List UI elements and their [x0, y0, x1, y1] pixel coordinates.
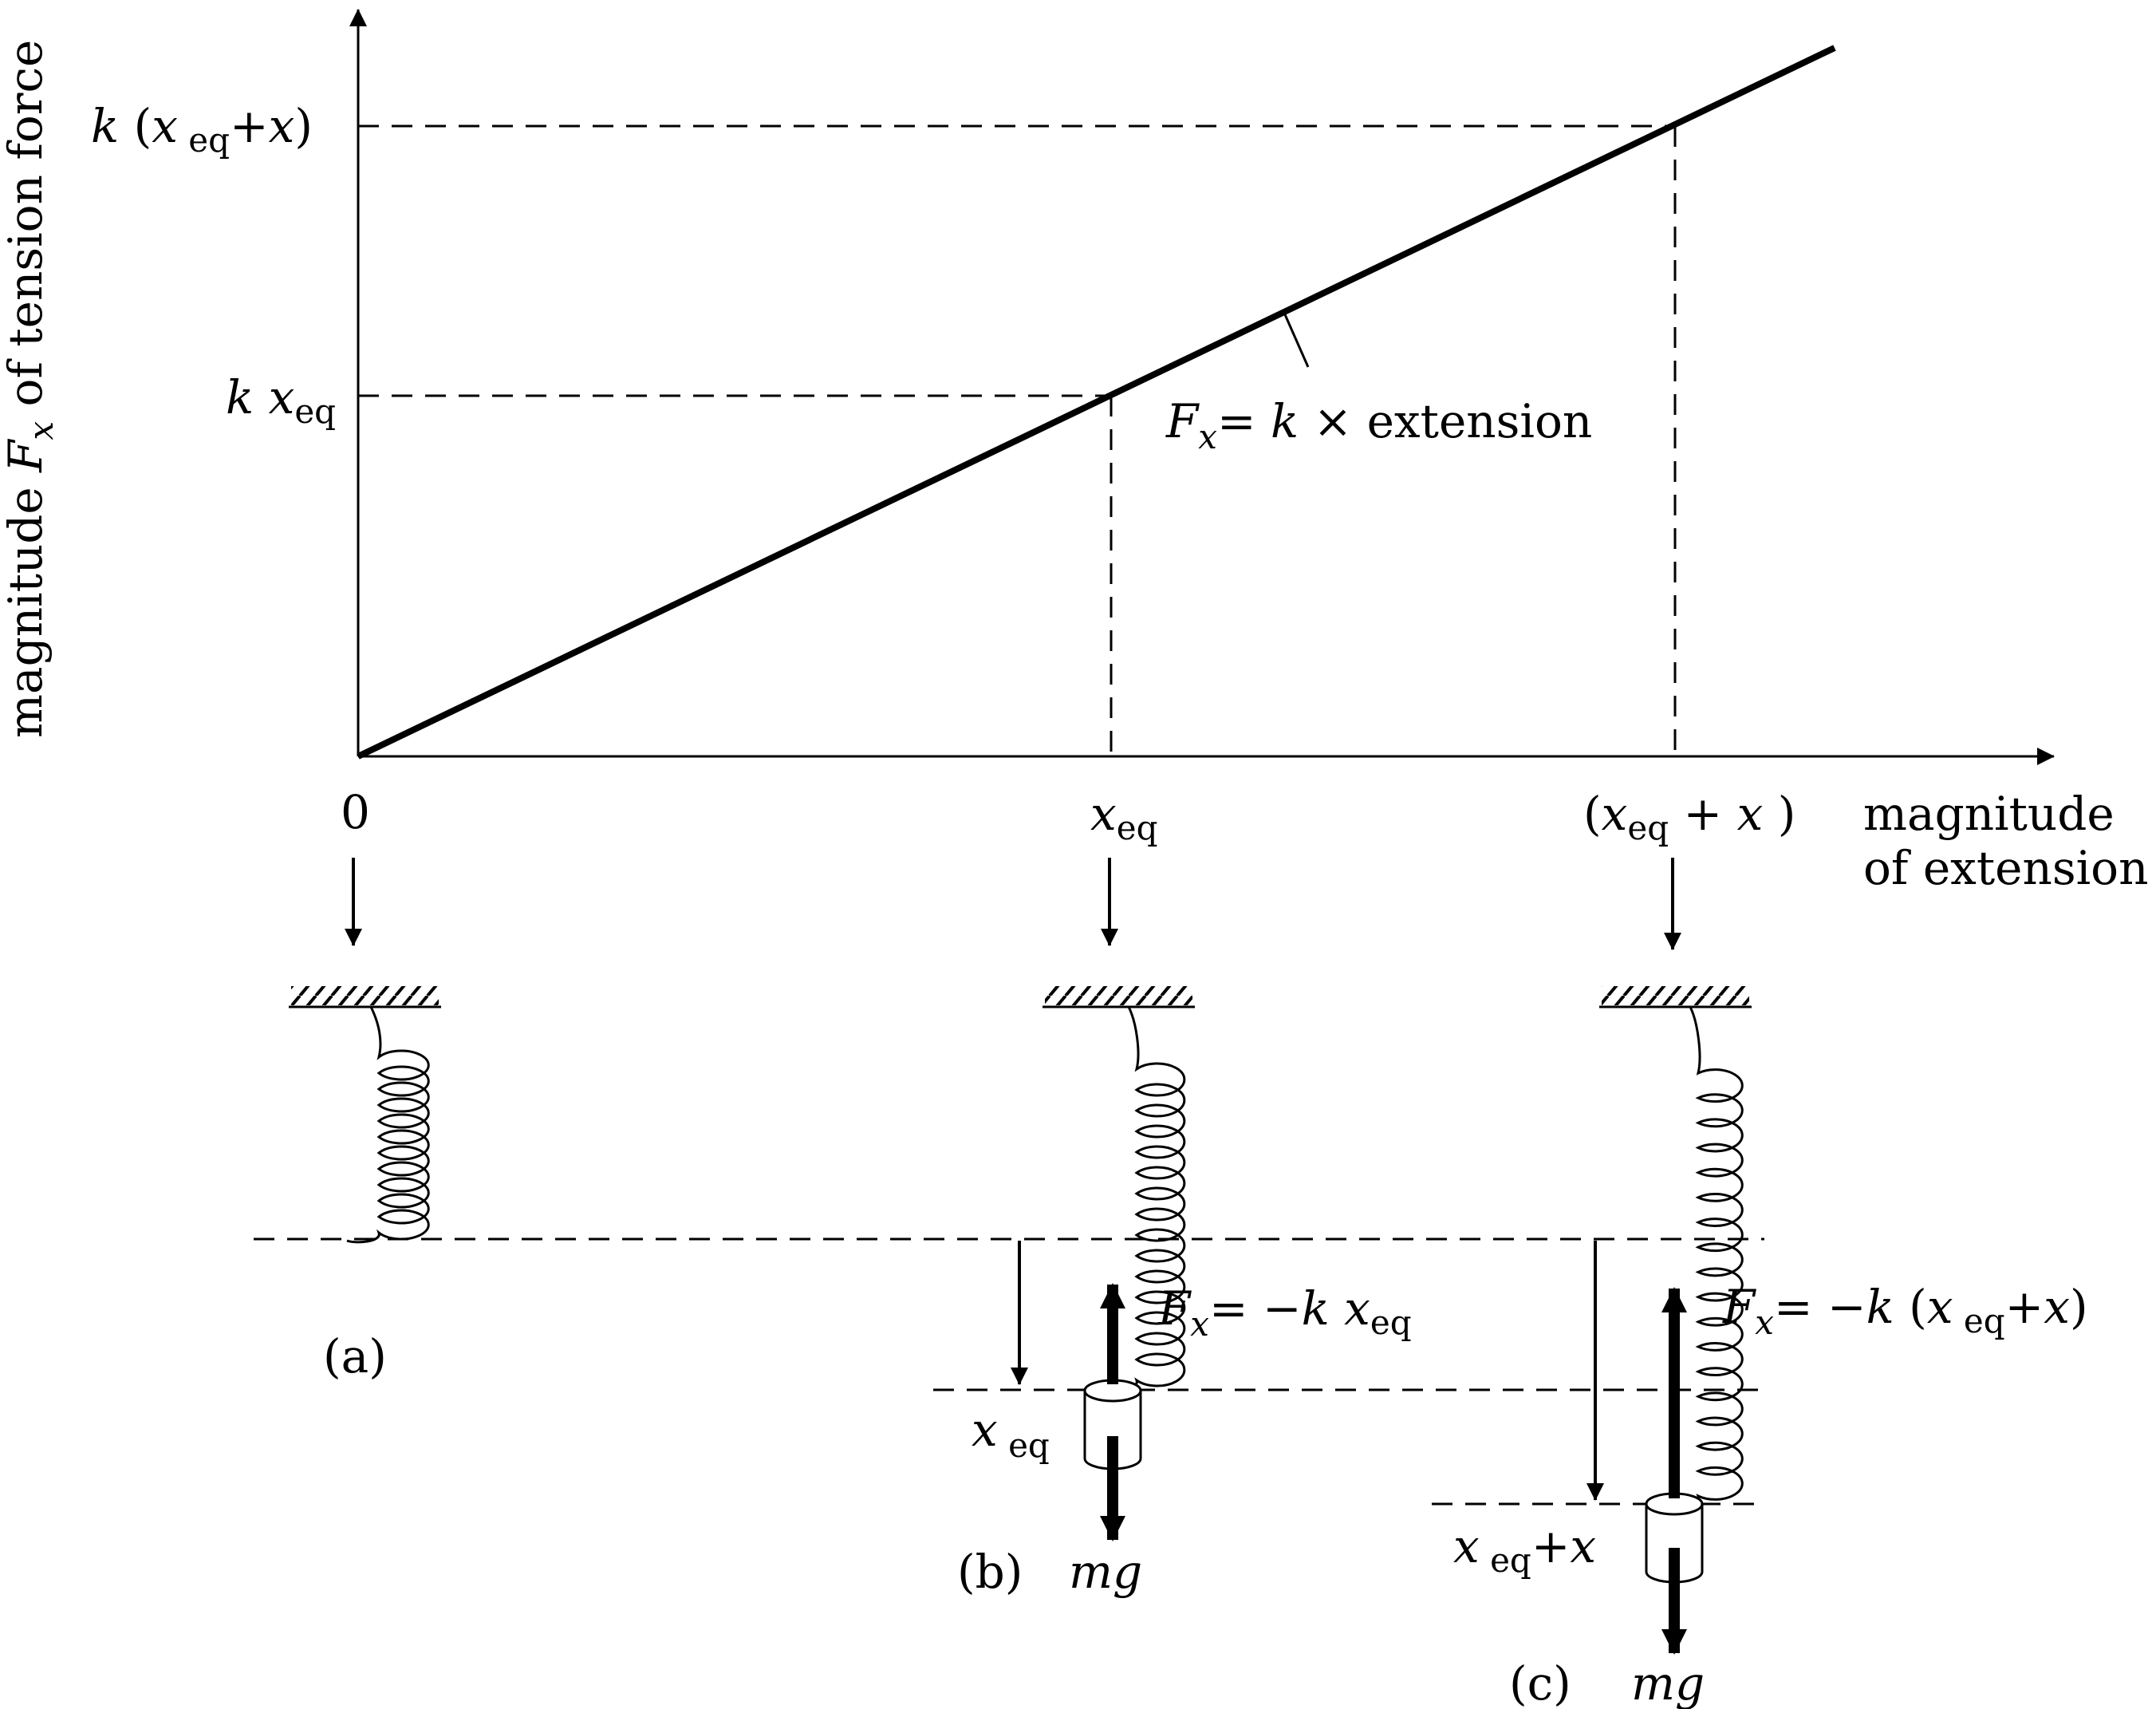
caption-a: (a): [323, 1329, 387, 1383]
line-label: Fx= k × extension: [1165, 394, 1592, 456]
xtick-zero: 0: [341, 785, 370, 839]
caption-c: (c): [1509, 1656, 1571, 1709]
force-extension-line: [357, 45, 1836, 760]
x-axis-label-line2: of extension: [1863, 841, 2148, 895]
force-label-c: Fx= −k (x eq+x): [1722, 1280, 2088, 1342]
spring-c: [1665, 1006, 1744, 1507]
weight-label-c: mg: [1631, 1656, 1705, 1709]
extension-label-b: x eq: [972, 1403, 1050, 1465]
ytick-k-xeq-plus-x: k (x eq+x): [91, 99, 313, 160]
level-lines: [254, 1237, 1764, 1506]
extension-label-c: x eq+x: [1453, 1519, 1596, 1580]
ceiling-c: [1599, 986, 1752, 1008]
xtick-xeq-plus-x: (xeq + x ): [1583, 787, 1795, 847]
weight-label-b: mg: [1069, 1545, 1142, 1599]
spring-a: [346, 1006, 430, 1244]
mass-b: [1083, 1379, 1142, 1470]
caption-b: (b): [957, 1545, 1023, 1599]
guide-lines: [358, 124, 1677, 756]
line-label-leader: [1283, 312, 1310, 368]
ceiling-b: [1043, 986, 1195, 1008]
mass-c: [1645, 1492, 1704, 1584]
spring-b: [1104, 1006, 1186, 1391]
xtick-xeq: xeq: [1090, 787, 1157, 847]
force-label-b: Fx= −k xeq: [1157, 1281, 1412, 1344]
ytick-k-xeq: k xeq: [226, 370, 336, 431]
ceiling-a: [289, 986, 441, 1008]
y-axis-label: magnitude Fx of tension force: [0, 40, 61, 738]
x-axis-label-line1: magnitude: [1863, 787, 2115, 841]
